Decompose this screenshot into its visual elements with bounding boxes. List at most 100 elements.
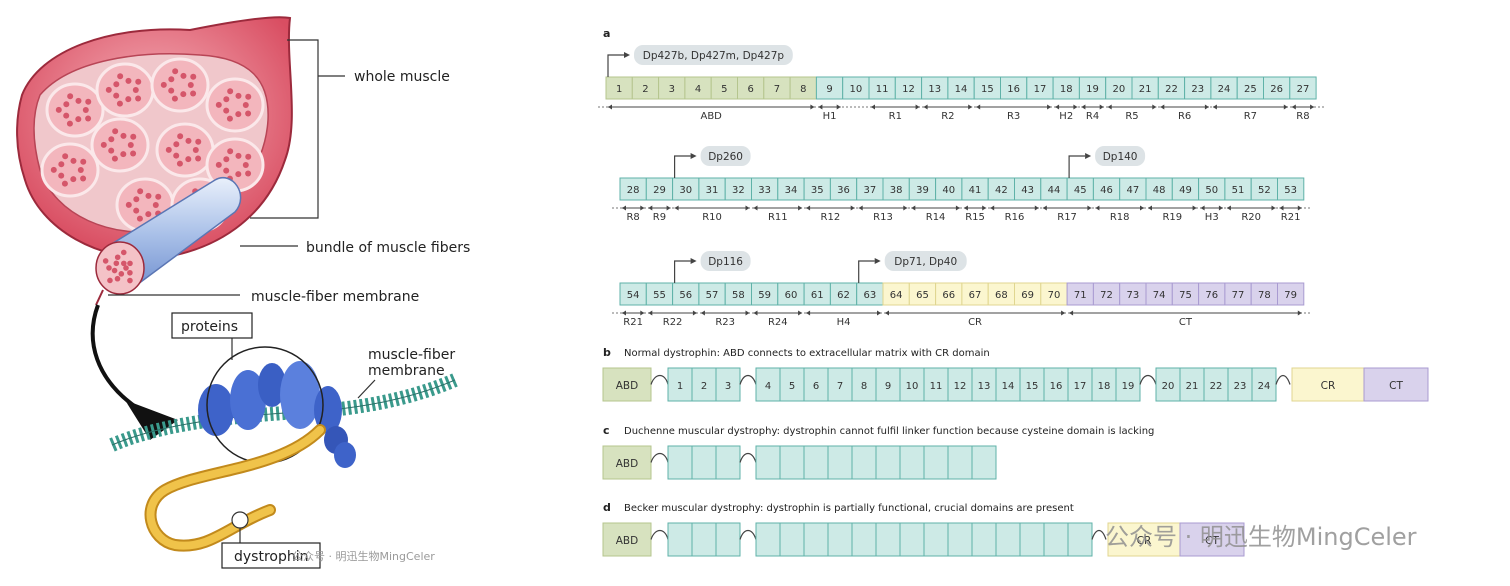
panel-c-letter: c: [603, 424, 610, 437]
abd-label: ABD: [616, 535, 638, 547]
membrane-label: muscle-fiber membrane: [251, 289, 419, 305]
fiber-dot: [215, 161, 222, 168]
fiber-dot: [160, 81, 167, 88]
fiber-dot: [61, 180, 68, 187]
domain-label: R7: [1244, 111, 1257, 122]
repeat-block: [803, 367, 829, 402]
exon-label: 14: [955, 84, 968, 95]
hinge-linker: [1091, 529, 1107, 540]
abd-block: [602, 445, 652, 480]
abd-block: [602, 522, 652, 557]
promoter-arrow: [607, 54, 624, 77]
exon-label: 25: [1244, 84, 1257, 95]
fiber-dot: [116, 100, 123, 107]
muscle-illustration: [16, 16, 458, 569]
exon-label: 23: [1191, 84, 1204, 95]
repeat-block: [691, 522, 717, 557]
repeat-block: [923, 367, 949, 402]
repeat-label: 19: [1122, 381, 1135, 392]
fiber-dot: [111, 267, 118, 274]
domain-arrow-right: [836, 104, 841, 110]
repeat-block: [851, 445, 877, 480]
fiber-dot: [125, 96, 132, 103]
domain-arrow-left: [1095, 205, 1100, 211]
exon-label: 48: [1153, 185, 1166, 196]
domain-arrow-right: [1218, 205, 1223, 211]
domain-label: R22: [663, 317, 683, 328]
exon-label: 24: [1218, 84, 1231, 95]
domain-label: R18: [1110, 212, 1130, 223]
fiber-dot: [50, 166, 57, 173]
membrane-label-2b: membrane: [368, 363, 445, 379]
domain-arrow-right: [1073, 104, 1078, 110]
repeat-block: [715, 445, 741, 480]
repeat-block: [667, 522, 693, 557]
promoter-pill: [884, 251, 967, 271]
domain-label: R14: [926, 212, 946, 223]
panel-c-caption: Duchenne muscular dystrophy: dystrophin …: [624, 426, 1154, 437]
fiber-dot: [155, 193, 162, 200]
fiber-dot: [123, 265, 129, 271]
exon-label: 8: [800, 84, 806, 95]
domain-arrow-left: [648, 205, 653, 211]
domain-label: R16: [1005, 212, 1025, 223]
exon-label: 65: [916, 290, 929, 301]
exon-label: 46: [1100, 185, 1113, 196]
domain-label: R17: [1057, 212, 1077, 223]
repeat-block: [667, 367, 693, 402]
domain-arrow-left: [648, 310, 653, 316]
promoter-arrowhead: [1085, 153, 1092, 159]
fiber-dot: [177, 133, 184, 140]
promoter-label: Dp71, Dp40: [894, 256, 957, 268]
repeat-block: [995, 522, 1021, 557]
fiber-dot: [190, 73, 197, 80]
fiber-dot: [113, 92, 120, 99]
fiber-dot: [195, 155, 202, 162]
exon-label: 64: [890, 290, 903, 301]
domain-label: CR: [968, 317, 982, 328]
domain-label: R15: [965, 212, 985, 223]
fiber-dot: [135, 78, 142, 85]
panel-b-caption: Normal dystrophin: ABD connects to extra…: [624, 348, 990, 359]
exon-27: [1289, 76, 1317, 100]
fiber-dot: [66, 120, 73, 127]
exon-label: 13: [928, 84, 941, 95]
fiber-dot: [132, 87, 139, 93]
fiber-dot: [67, 93, 74, 100]
fascicle: [40, 142, 100, 198]
right-watermark: 公众号 · 明迅生物MingCeler: [1105, 523, 1417, 551]
repeat-block: [1251, 367, 1277, 402]
domain-label: R8: [626, 212, 639, 223]
fiber-dot: [195, 138, 202, 145]
repeat-block: [1043, 522, 1069, 557]
domain-arrow-left: [1042, 205, 1047, 211]
domain-arrow-right: [1204, 104, 1209, 110]
left-watermark: 公众号 · 明迅生物MingCeler: [292, 549, 435, 563]
fiber-dot: [235, 111, 242, 118]
exon-label: 77: [1232, 290, 1245, 301]
exon-label: 1: [616, 84, 622, 95]
repeat-block: [691, 367, 717, 402]
exon-label: 11: [876, 84, 889, 95]
exon-label: 73: [1126, 290, 1139, 301]
exon-label: 49: [1179, 185, 1192, 196]
hinge-linker: [739, 452, 757, 463]
exon-label: 45: [1074, 185, 1087, 196]
fiber-dot: [165, 146, 172, 153]
domain-label: R24: [768, 317, 788, 328]
fiber-dot: [114, 254, 121, 261]
exon-label: 17: [1034, 84, 1047, 95]
abd-block: [602, 367, 652, 402]
membrane-label-2a: muscle-fiber: [368, 347, 455, 363]
ct-label: CT: [1205, 535, 1219, 547]
domain-arrow-right: [915, 104, 920, 110]
fiber-dot: [223, 96, 230, 103]
domain-label: H3: [1205, 212, 1219, 223]
fascicle: [45, 82, 105, 138]
domain-arrow-left: [806, 205, 811, 211]
fiber-dot: [187, 82, 194, 88]
fiber-dot: [125, 77, 132, 84]
domain-arrow-right: [1087, 205, 1092, 211]
domain-arrow-left: [753, 205, 758, 211]
fiber-dot: [127, 269, 133, 276]
